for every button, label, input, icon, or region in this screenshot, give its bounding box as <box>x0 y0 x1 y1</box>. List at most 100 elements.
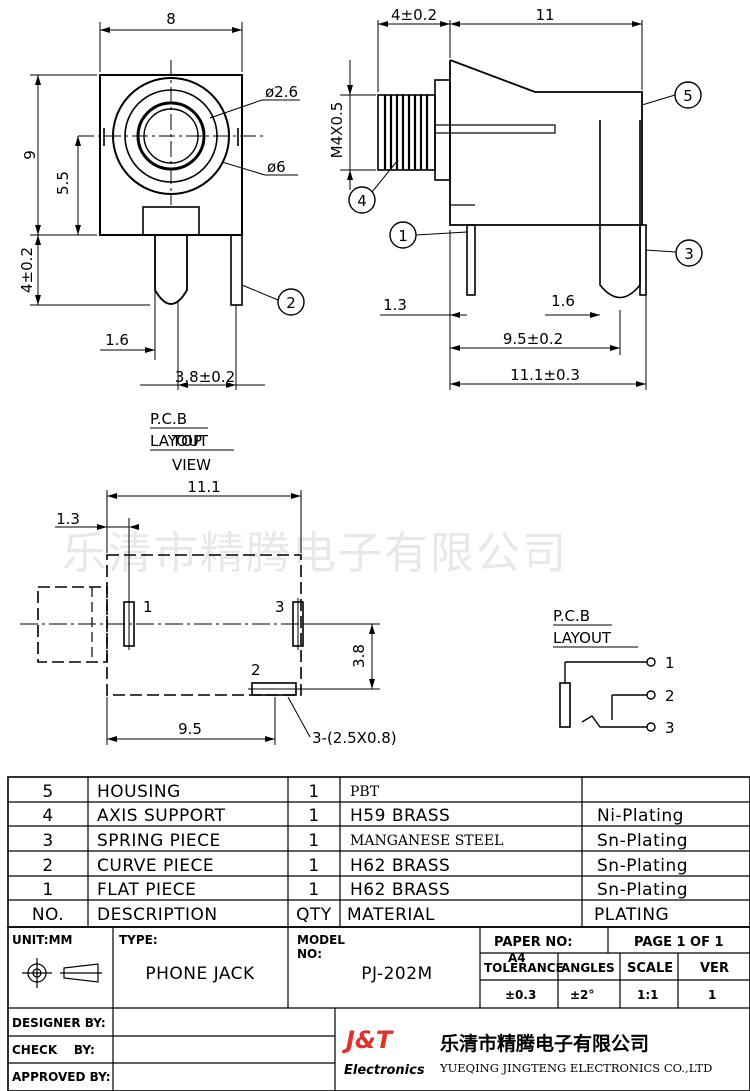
side-view: 4±0.2 11 M4X0.5 4 5 1 3 1.3 1.6 <box>328 6 703 390</box>
scale-value: 1:1 <box>637 988 659 1002</box>
bom-header-material: MATERIAL <box>347 905 435 925</box>
pcb-title-1: P.C.B <box>150 410 187 428</box>
projection-symbol-icon <box>22 958 102 988</box>
bom-row-5-qty: 1 <box>308 782 319 802</box>
front-pin-spacing-label: 3.8±0.2 <box>175 368 235 386</box>
check-label: CHECK BY: <box>12 1043 95 1057</box>
bom-row-4-plating: Ni-Plating <box>597 806 684 826</box>
pin3-offset-label: 1.6 <box>551 292 575 310</box>
company-name-en: YUEQING JINGTENG ELECTRONICS CO.,LTD <box>439 1061 712 1075</box>
hole-diameter-label: ø2.6 <box>265 83 298 101</box>
bom-row-2-no: 2 <box>42 856 53 876</box>
type-label: TYPE: <box>119 933 158 947</box>
model-label-1: MODEL <box>297 933 345 947</box>
bom-header-plating: PLATING <box>594 905 669 925</box>
ver-label: VER <box>700 961 729 976</box>
bom-header-qty: QTY <box>296 905 332 925</box>
pcb-bottom-label: 9.5 <box>178 720 202 738</box>
title-block: UNIT:MM TYPE: PHONE JACK MODEL NO: PJ-20… <box>7 926 750 1091</box>
schematic-pin-2: 2 <box>665 687 675 705</box>
front-pin-length-label: 4±0.2 <box>18 247 36 293</box>
bom-row-1-material: H62 BRASS <box>350 880 450 900</box>
bom-header-no: NO. <box>32 905 64 925</box>
thread-spec-label: M4X0.5 <box>328 102 346 159</box>
thread-length-label: 4±0.2 <box>391 6 437 24</box>
bom-row-3-no: 3 <box>42 831 53 851</box>
pcb-pin-2: 2 <box>251 661 261 679</box>
bom-row-2-material: H62 BRASS <box>350 856 450 876</box>
pcb-title-4: VIEW <box>172 456 211 474</box>
bom-row-1-desc: FLAT PIECE <box>97 880 196 900</box>
ver-value: 1 <box>708 988 716 1002</box>
balloon-3: 3 <box>684 245 694 263</box>
schematic-pin-1: 1 <box>665 654 675 672</box>
bom-row-5-desc: HOUSING <box>97 782 181 802</box>
approved-label: APPROVED BY: <box>12 1070 111 1084</box>
bom-row-3-plating: Sn-Plating <box>597 831 688 851</box>
bom-row-5-no: 5 <box>42 782 53 802</box>
pcb-slot-spec-label: 3-(2.5X0.8) <box>312 729 397 747</box>
schematic-pin-3: 3 <box>665 719 675 737</box>
schematic-title-1: P.C.B <box>553 607 590 625</box>
bom-row-1-no: 1 <box>42 880 53 900</box>
pcb-pin-1: 1 <box>143 598 153 616</box>
bom-row-4-material: H59 BRASS <box>350 806 450 826</box>
type-value: PHONE JACK <box>145 964 255 984</box>
scale-label: SCALE <box>627 961 673 976</box>
bom-row-1-qty: 1 <box>308 880 319 900</box>
balloon-4: 4 <box>357 192 367 210</box>
bom-row-4-qty: 1 <box>308 806 319 826</box>
front-height-label: 9 <box>21 150 39 160</box>
bom-header-desc: DESCRIPTION <box>97 905 218 925</box>
bom-table: 5 HOUSING 1 PBT 4 AXIS SUPPORT 1 H59 BRA… <box>7 776 750 928</box>
bom-row-3-desc: SPRING PIECE <box>97 831 221 851</box>
body-length-label: 11 <box>535 6 554 24</box>
front-view: 8 9 5.5 4±0.2 1.6 3.8±0.2 ø2.6 ø6 <box>18 10 305 390</box>
schematic-title-2: LAYOUT <box>553 629 612 647</box>
pin1-offset-label: 1.3 <box>383 296 407 314</box>
paper-value: A4 <box>508 951 526 965</box>
dim-95-label: 9.5±0.2 <box>503 330 563 348</box>
outer-diameter-label: ø6 <box>267 158 286 176</box>
tolerance-label: TOLERANCE <box>484 961 564 975</box>
balloon-2: 2 <box>286 294 296 312</box>
bom-row-3-qty: 1 <box>308 831 319 851</box>
paper-label: PAPER NO: <box>494 935 572 950</box>
model-value: PJ-202M <box>361 964 432 984</box>
pcb-title-3: TOP <box>171 432 202 450</box>
tolerance-value: ±0.3 <box>505 988 536 1002</box>
designer-label: DESIGNER BY: <box>12 1016 106 1030</box>
bom-row-4-desc: AXIS SUPPORT <box>97 806 226 826</box>
bom-row-5-material: PBT <box>350 784 380 800</box>
page-label: PAGE 1 OF 1 <box>634 935 724 950</box>
bom-row-3-material: MANGANESE STEEL <box>350 833 503 849</box>
bom-row-2-qty: 1 <box>308 856 319 876</box>
pcb-top-view: P.C.B LAYOUT TOP VIEW 1 3 2 11.1 1.3 <box>20 410 397 747</box>
balloon-1: 1 <box>398 227 408 245</box>
unit-label: UNIT:MM <box>12 933 72 947</box>
bom-row-2-desc: CURVE PIECE <box>97 856 214 876</box>
watermark: 乐清市精腾电子有限公司 <box>62 528 568 579</box>
front-pin-offset-label: 1.6 <box>105 331 129 349</box>
logo-sub: Electronics <box>344 1063 425 1078</box>
front-center-height-label: 5.5 <box>54 171 72 195</box>
dim-111-label: 11.1±0.3 <box>510 366 580 384</box>
pcb-offset-label: 1.3 <box>56 510 80 528</box>
company-logo: J&T Electronics 乐清市精腾电子有限公司 YUEQING JING… <box>342 1026 712 1078</box>
bom-row-2-plating: Sn-Plating <box>597 856 688 876</box>
pcb-height-label: 3.8 <box>350 644 368 668</box>
model-label-2: NO: <box>297 947 322 961</box>
angles-value: ±2° <box>570 988 594 1002</box>
company-name-cn: 乐清市精腾电子有限公司 <box>440 1032 649 1055</box>
bom-row-1-plating: Sn-Plating <box>597 880 688 900</box>
pcb-title-2: LAYOUT <box>150 432 209 450</box>
balloon-5: 5 <box>683 87 693 105</box>
logo-brand: J&T <box>342 1026 394 1054</box>
bom-row-4-no: 4 <box>42 806 53 826</box>
schematic: P.C.B LAYOUT 1 2 3 <box>553 607 675 737</box>
angles-label: ANGLES <box>561 961 615 975</box>
front-width-label: 8 <box>166 10 176 28</box>
pcb-width-label: 11.1 <box>187 478 220 496</box>
pcb-pin-3: 3 <box>275 598 285 616</box>
